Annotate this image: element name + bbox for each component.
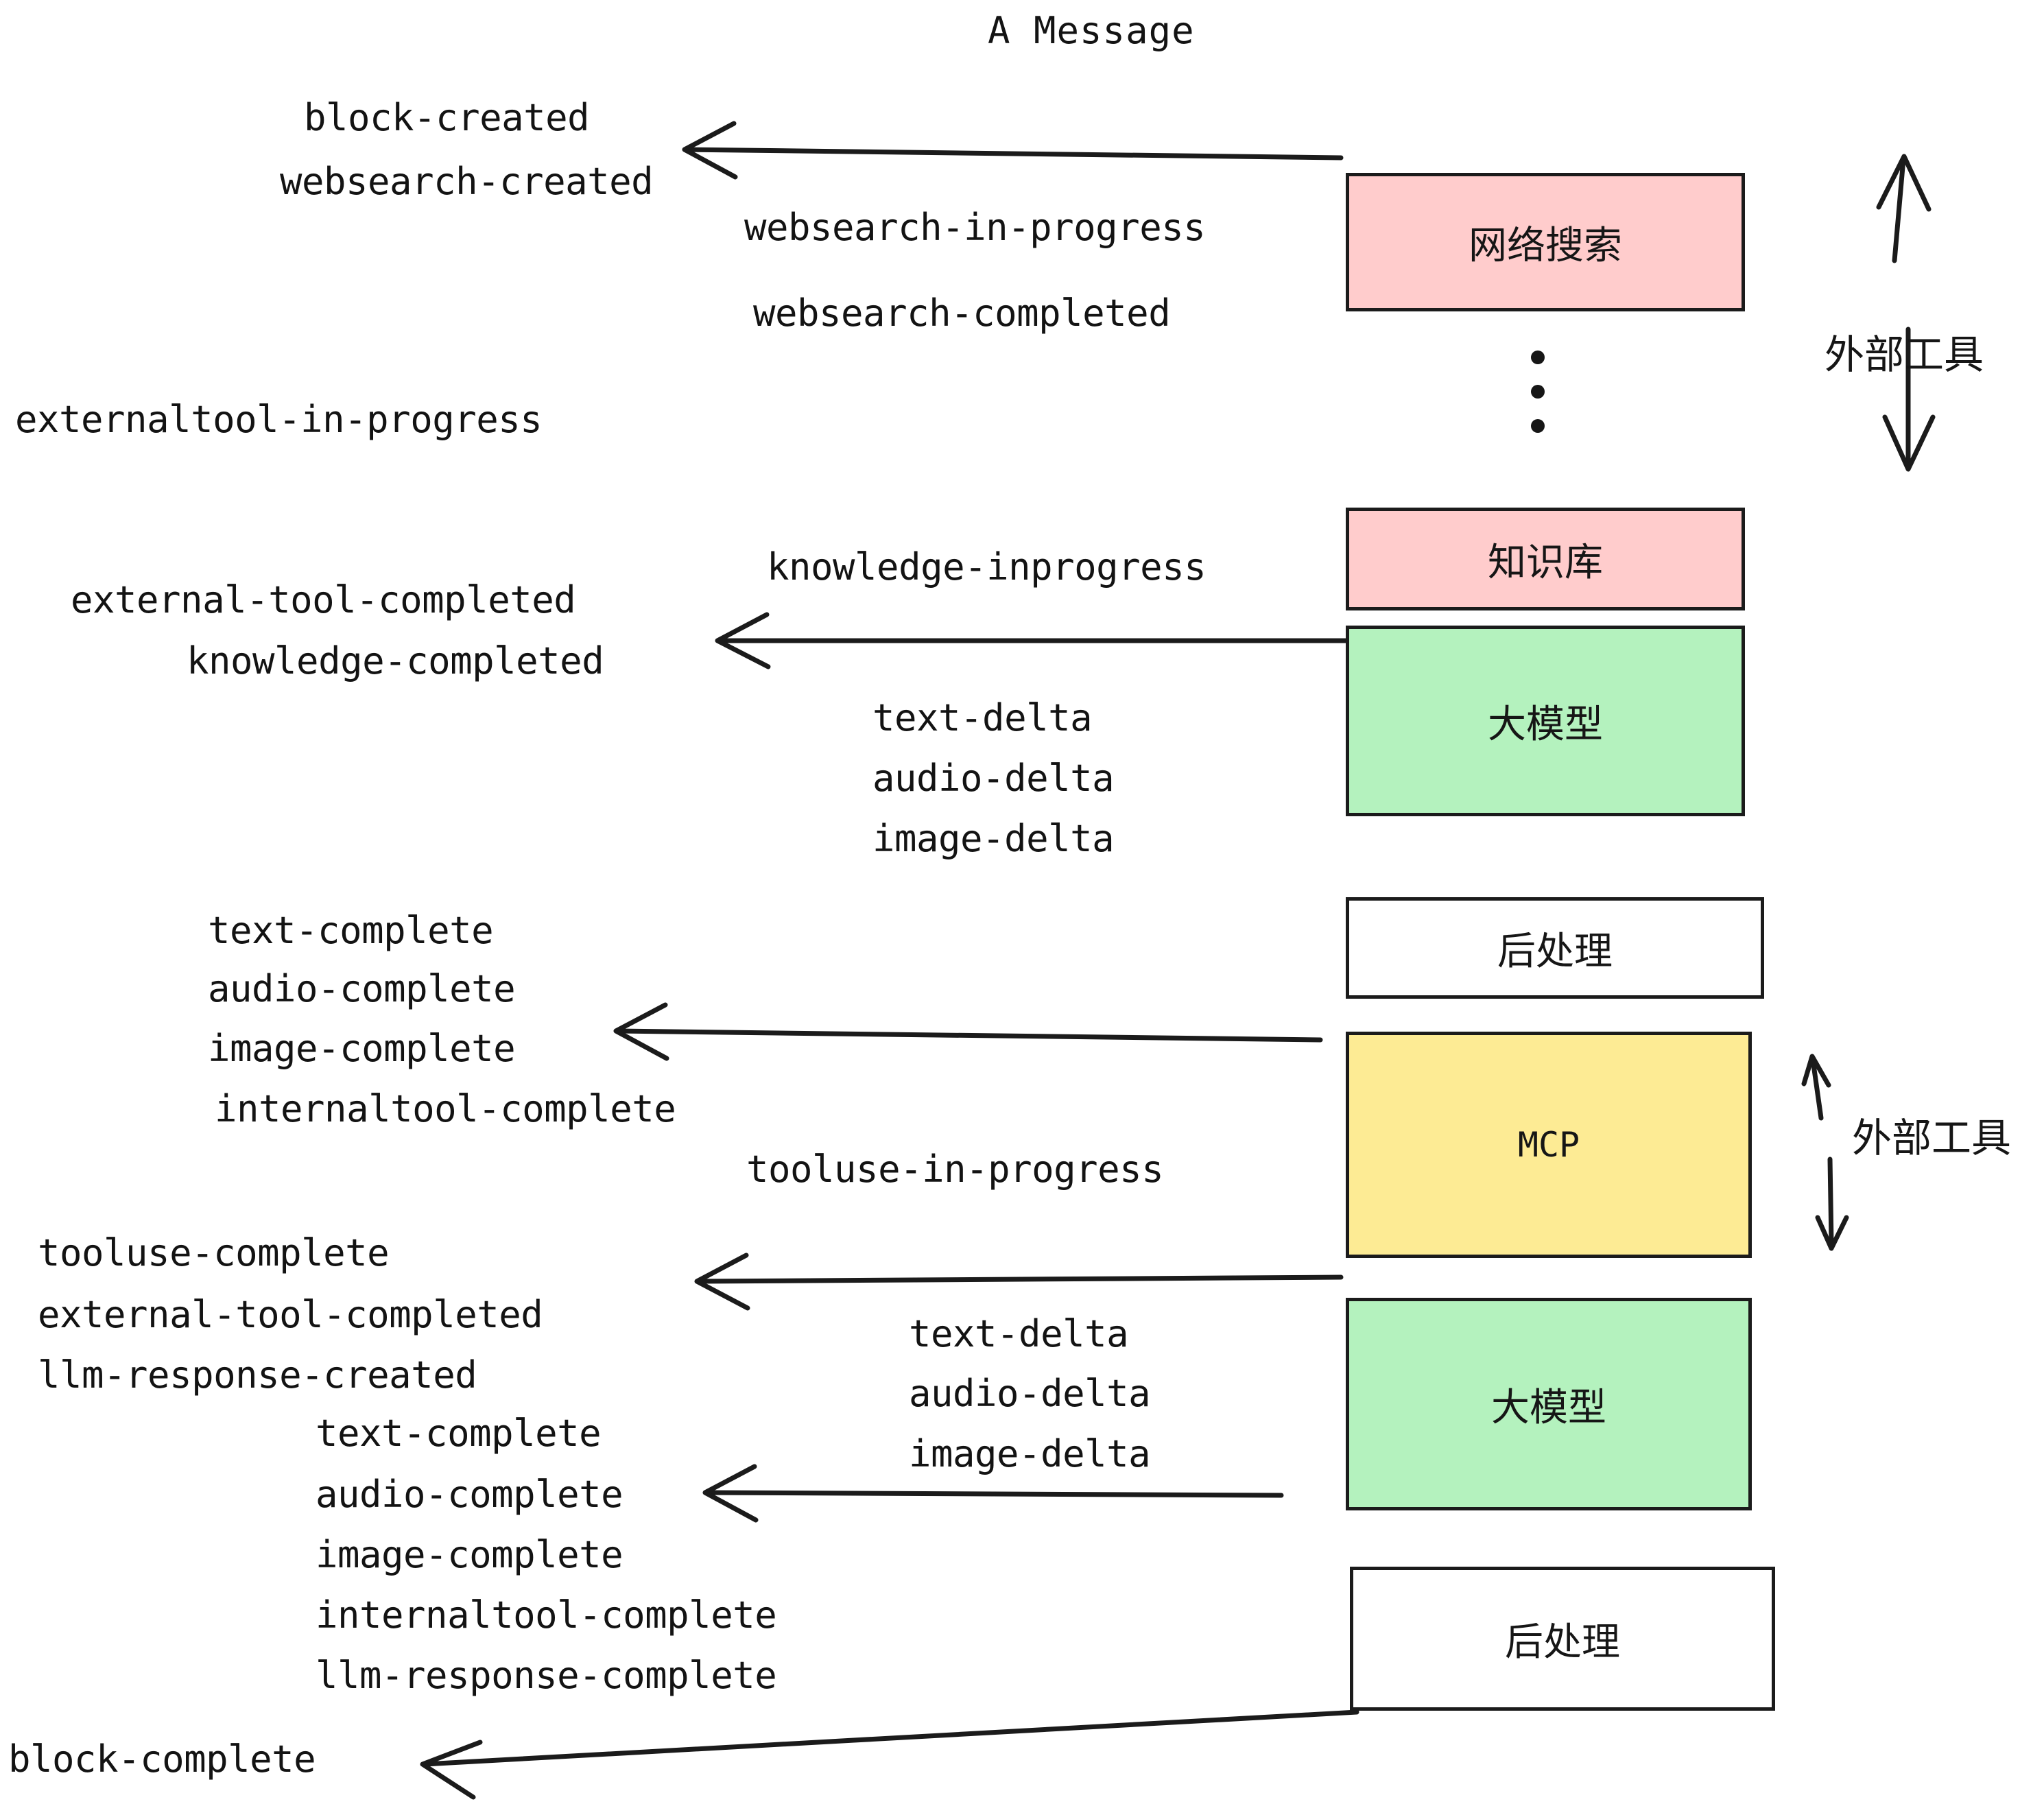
- node-llm-upper-label: 大模型: [1488, 702, 1603, 747]
- event-block-created: block-created: [304, 96, 590, 139]
- event-image-complete-2: image-complete: [316, 1533, 623, 1576]
- event-audio-complete-1: audio-complete: [208, 967, 516, 1010]
- node-llm-lower-label: 大模型: [1491, 1385, 1606, 1430]
- node-knowledge[interactable]: 知识库: [1346, 508, 1745, 610]
- ellipsis-dot: [1531, 385, 1545, 399]
- arrow-postprocess-to-image-complete: [613, 1002, 1323, 1061]
- event-internaltool-complete-1: internaltool-complete: [215, 1087, 676, 1130]
- event-websearch-created: websearch-created: [280, 160, 654, 203]
- event-llm-response-created: llm-response-created: [38, 1353, 477, 1397]
- node-postprocess-lower[interactable]: 后处理: [1350, 1567, 1775, 1711]
- node-knowledge-label: 知识库: [1488, 540, 1603, 585]
- side-label-external-tool-upper: 外部工具: [1825, 331, 1984, 378]
- node-llm-lower[interactable]: 大模型: [1346, 1298, 1752, 1510]
- event-image-delta-2: image-delta: [909, 1432, 1151, 1475]
- event-tooluse-in-progress: tooluse-in-progress: [746, 1148, 1164, 1191]
- vertical-ellipsis: [1531, 340, 1545, 443]
- arrow-external-tool-lower-down: [1815, 1156, 1849, 1251]
- arrow-websearch-to-block-created: [682, 121, 1344, 180]
- node-postprocess-lower-label: 后处理: [1505, 1619, 1620, 1665]
- event-websearch-completed: websearch-completed: [753, 292, 1171, 335]
- event-text-delta-2: text-delta: [909, 1312, 1129, 1355]
- event-text-complete-2: text-complete: [316, 1412, 602, 1455]
- arrow-mcp-to-tooluse-complete: [694, 1253, 1344, 1311]
- event-audio-complete-2: audio-complete: [316, 1473, 623, 1516]
- arrow-external-tool-upper-up: [1876, 154, 1932, 263]
- ellipsis-dot: [1531, 351, 1545, 364]
- page-title: A Message: [988, 9, 1195, 52]
- event-tooluse-complete: tooluse-complete: [38, 1231, 390, 1274]
- event-image-complete-1: image-complete: [208, 1027, 516, 1070]
- event-text-complete-1: text-complete: [208, 909, 494, 952]
- node-llm-upper[interactable]: 大模型: [1346, 626, 1745, 816]
- event-audio-delta-2: audio-delta: [909, 1372, 1151, 1415]
- event-websearch-in-progress: websearch-in-progress: [744, 206, 1206, 249]
- side-label-external-tool-lower: 外部工具: [1852, 1115, 2012, 1161]
- event-knowledge-completed: knowledge-completed: [187, 639, 604, 683]
- event-external-tool-completed-1: external-tool-completed: [71, 578, 576, 621]
- arrow-knowledge-to-knowledge-completed: [715, 612, 1348, 669]
- node-mcp[interactable]: MCP: [1346, 1032, 1752, 1258]
- event-audio-delta-1: audio-delta: [872, 757, 1115, 800]
- node-websearch-label: 网络搜索: [1469, 223, 1622, 268]
- event-llm-response-complete: llm-response-complete: [316, 1654, 777, 1697]
- node-mcp-label: MCP: [1517, 1125, 1580, 1165]
- ellipsis-dot: [1531, 419, 1545, 433]
- event-block-complete: block-complete: [8, 1737, 316, 1781]
- event-text-delta-1: text-delta: [872, 696, 1093, 739]
- node-websearch[interactable]: 网络搜索: [1346, 173, 1745, 311]
- arrow-external-tool-upper-down: [1882, 327, 1936, 472]
- event-image-delta-1: image-delta: [872, 817, 1115, 860]
- event-external-tool-completed-2: external-tool-completed: [38, 1293, 543, 1336]
- event-externaltool-in-progress: externaltool-in-progress: [15, 398, 543, 441]
- event-knowledge-inprogress: knowledge-inprogress: [767, 545, 1207, 589]
- node-postprocess-upper[interactable]: 后处理: [1346, 897, 1764, 999]
- arrow-external-tool-lower-up: [1801, 1054, 1831, 1121]
- arrow-postprocess-to-block-complete: [420, 1709, 1359, 1800]
- event-internaltool-complete-2: internaltool-complete: [316, 1593, 777, 1637]
- arrow-llm-to-audio-complete: [702, 1464, 1284, 1523]
- node-postprocess-upper-label: 后处理: [1497, 929, 1613, 974]
